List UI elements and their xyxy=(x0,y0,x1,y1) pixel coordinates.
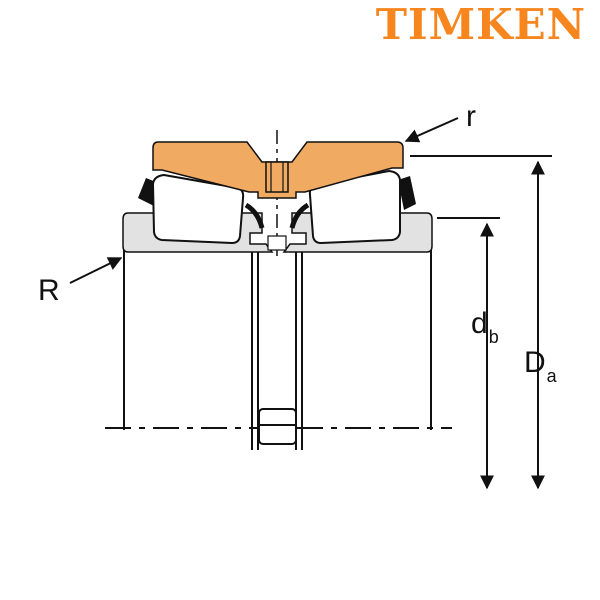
timken-logo: TIMKEN xyxy=(375,0,586,49)
label-db-sub: b xyxy=(489,327,499,347)
label-Da: Da xyxy=(524,346,558,386)
r-leader-arrow xyxy=(404,117,459,143)
label-r: r xyxy=(466,100,476,133)
label-Da-main: D xyxy=(524,346,546,379)
housing-lines xyxy=(123,250,432,450)
label-Da-sub: a xyxy=(547,366,558,386)
label-db: db xyxy=(471,307,499,347)
roller-left xyxy=(151,173,245,245)
spacer-key xyxy=(258,408,297,445)
cone-spacer xyxy=(267,235,287,251)
R-leader-arrow xyxy=(69,257,123,284)
cage-right xyxy=(398,176,416,210)
label-R: R xyxy=(38,274,60,307)
lube-hole xyxy=(265,161,289,193)
label-db-main: d xyxy=(471,307,488,340)
